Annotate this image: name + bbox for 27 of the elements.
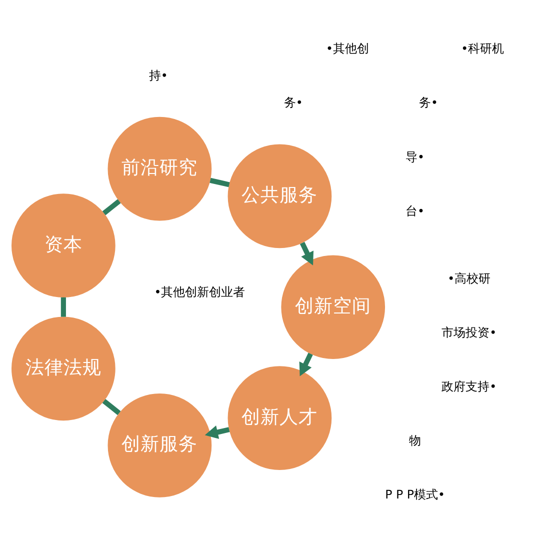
arrow [299,352,313,376]
label: •其他创新创业者 [154,284,246,298]
label: 务• [419,95,438,110]
node-circle: 法律法规 [12,316,116,420]
label: 台• [406,203,424,218]
arrow [300,241,314,265]
node-circle: 资本 [12,193,116,297]
label: 导• [406,149,424,164]
node-circle: 前沿研究 [108,116,212,220]
connector [60,296,66,316]
arrow [204,425,230,438]
connector [102,398,121,415]
label: 政府支持• [442,378,497,393]
label: •高校研 [448,270,491,285]
label: •其他创 [326,41,369,56]
node-circle: 创新服务 [108,393,212,497]
label: 物 [409,433,422,448]
node-circle: 创新空间 [281,254,386,359]
label: 市场投资• [442,324,497,339]
label: 持• [148,68,168,82]
node-circle: 公共服务 [228,144,332,248]
node-circle: 创新人才 [228,366,332,470]
connector [210,177,230,187]
connector [102,198,121,215]
label: •科研机 [461,41,504,56]
label: P P P模式• [385,487,445,502]
label: 务• [284,95,303,110]
